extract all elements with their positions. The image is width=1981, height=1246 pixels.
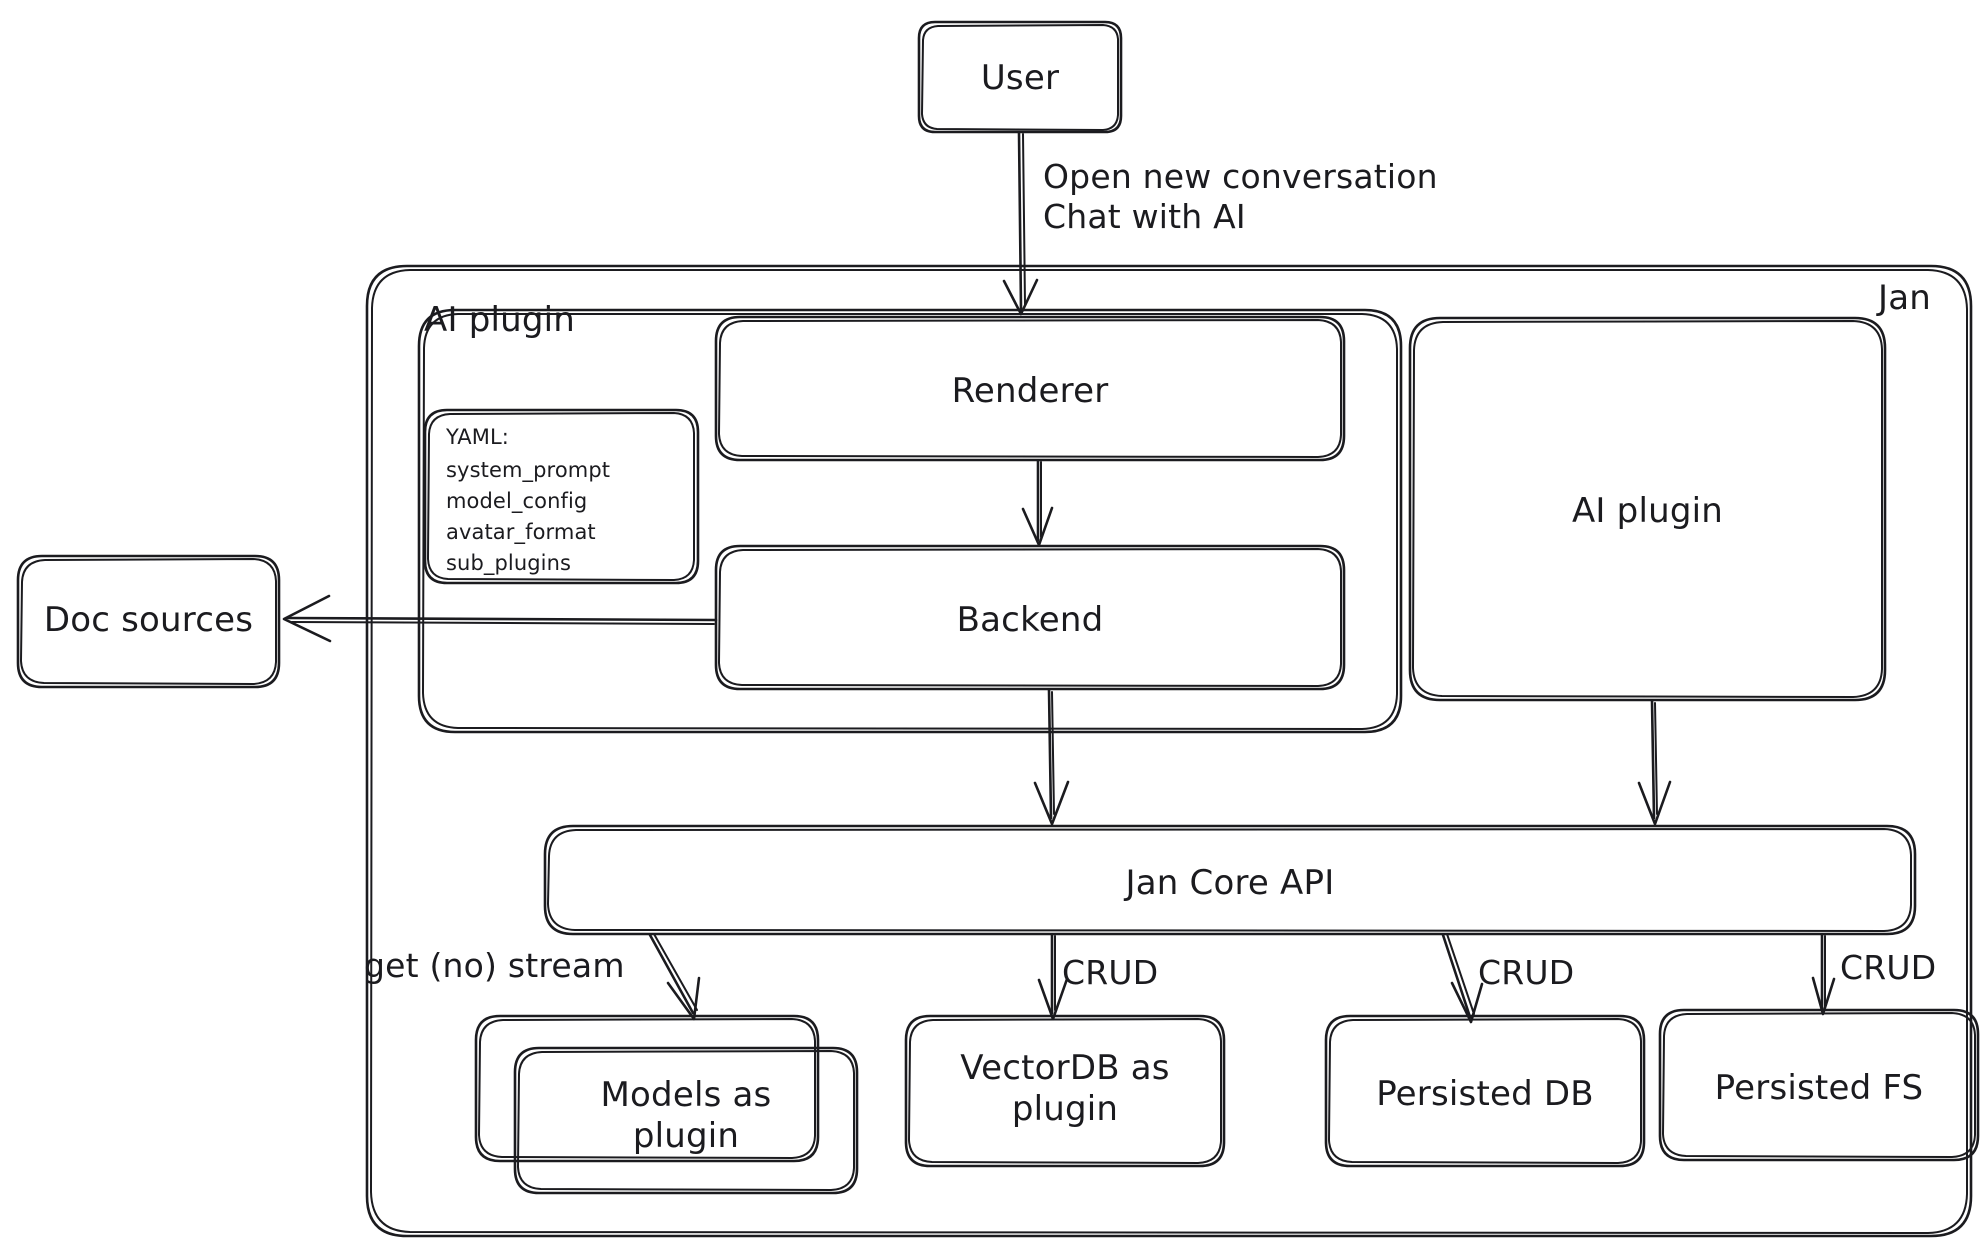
node-label-vectordb-plugin: VectorDB as plugin bbox=[960, 1048, 1170, 1130]
node-label-doc-sources: Doc sources bbox=[43, 600, 254, 640]
node-user[interactable] bbox=[919, 22, 1121, 132]
node-label-persisted-db: Persisted DB bbox=[1376, 1074, 1594, 1114]
node-label-ai-plugin-right: AI plugin bbox=[1571, 491, 1724, 531]
edge-label-get-no-stream: get (no) stream bbox=[364, 946, 625, 985]
edge-label-crud-persisted-db: CRUD bbox=[1478, 953, 1575, 992]
yaml-card-key-avatar-format: avatar_format bbox=[446, 520, 596, 544]
node-label-models-plugin: Models as plugin bbox=[600, 1075, 772, 1157]
edge-user-to-renderer bbox=[1002, 131, 1039, 316]
node-vectordb-plugin[interactable] bbox=[906, 1016, 1224, 1166]
node-label-jan-core-api: Jan Core API bbox=[1125, 863, 1335, 903]
edge-ai-plugin-right-to-core bbox=[1637, 699, 1672, 826]
node-persisted-fs[interactable] bbox=[1660, 1010, 1978, 1160]
node-label-user: User bbox=[980, 58, 1060, 98]
yaml-card-key-system-prompt: system_prompt bbox=[446, 458, 611, 482]
group-label-jan: Jan bbox=[1878, 278, 1932, 318]
edge-core-to-models bbox=[648, 933, 701, 1021]
node-renderer[interactable] bbox=[716, 317, 1344, 460]
yaml-card-key-model-config: model_config bbox=[446, 489, 588, 513]
node-label-backend: Backend bbox=[956, 600, 1104, 640]
node-persisted-db[interactable] bbox=[1326, 1016, 1644, 1166]
edge-label-user-to-renderer: Open new conversation Chat with AI bbox=[1043, 157, 1438, 237]
edge-label-crud-persisted-fs: CRUD bbox=[1840, 948, 1937, 987]
edge-label-crud-vectordb: CRUD bbox=[1062, 953, 1159, 992]
node-backend[interactable] bbox=[716, 546, 1344, 689]
node-ai-plugin-right[interactable] bbox=[1410, 318, 1885, 700]
node-doc-sources[interactable] bbox=[18, 556, 279, 687]
yaml-card-heading: YAML: bbox=[446, 425, 509, 449]
edge-backend-to-core bbox=[1033, 688, 1070, 826]
node-jan-core-api[interactable] bbox=[545, 826, 1915, 934]
edge-core-to-persisted-fs bbox=[1811, 933, 1836, 1016]
node-models-plugin[interactable] bbox=[476, 1016, 857, 1193]
edge-backend-to-doc-sources bbox=[282, 594, 718, 643]
group-label-ai-plugin: AI plugin bbox=[424, 300, 576, 340]
yaml-card-key-sub-plugins: sub_plugins bbox=[446, 551, 572, 575]
node-label-persisted-fs: Persisted FS bbox=[1714, 1068, 1924, 1108]
node-label-renderer: Renderer bbox=[951, 371, 1109, 411]
yaml-card[interactable] bbox=[425, 410, 698, 583]
edge-core-to-persisted-db bbox=[1441, 933, 1484, 1024]
edge-renderer-to-backend bbox=[1021, 459, 1054, 547]
